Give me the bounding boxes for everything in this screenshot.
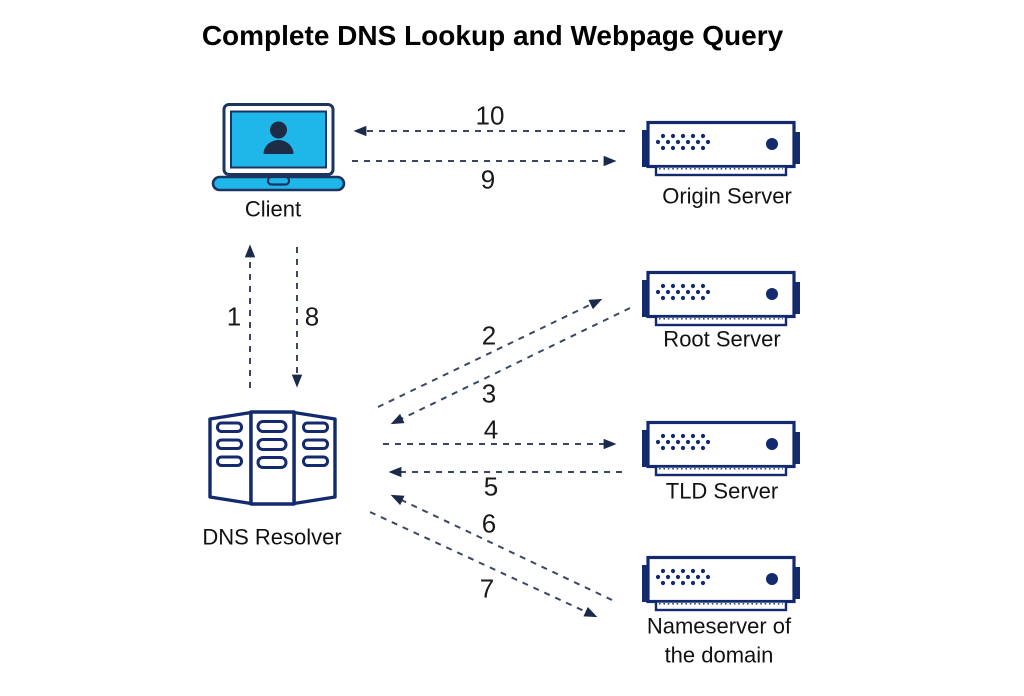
arrow-step-7 xyxy=(369,511,598,618)
step-label-9: 9 xyxy=(480,164,496,195)
step-label-8: 8 xyxy=(304,301,320,332)
tld-server-label: TLD Server xyxy=(665,478,779,504)
arrow-step-3 xyxy=(390,307,631,425)
nameserver-label: Nameserver of the domain xyxy=(647,612,791,669)
step-label-10: 10 xyxy=(475,100,505,131)
step-label-6: 6 xyxy=(481,508,497,539)
step-label-2: 2 xyxy=(481,320,497,351)
step-label-3: 3 xyxy=(481,378,497,409)
client-laptop-icon xyxy=(211,103,346,195)
dns-resolver-label: DNS Resolver xyxy=(202,524,342,550)
arrow-step-6 xyxy=(390,494,613,601)
root-server-icon xyxy=(641,269,801,329)
step-label-4: 4 xyxy=(483,414,499,445)
diagram-title: Complete DNS Lookup and Webpage Query xyxy=(201,20,784,51)
step-label-7: 7 xyxy=(479,573,495,604)
nameserver-label-line2: the domain xyxy=(664,642,774,667)
nameserver-icon xyxy=(641,554,801,614)
client-label: Client xyxy=(244,196,302,222)
step-label-1: 1 xyxy=(226,301,242,332)
arrow-step-2 xyxy=(377,298,603,408)
root-server-label: Root Server xyxy=(663,326,781,352)
origin-server-icon xyxy=(641,119,801,179)
dns-resolver-rack-icon xyxy=(205,408,340,508)
step-label-5: 5 xyxy=(483,471,499,502)
tld-server-icon xyxy=(641,419,801,479)
origin-server-label: Origin Server xyxy=(662,183,792,209)
nameserver-label-line1: Nameserver of xyxy=(646,613,792,639)
